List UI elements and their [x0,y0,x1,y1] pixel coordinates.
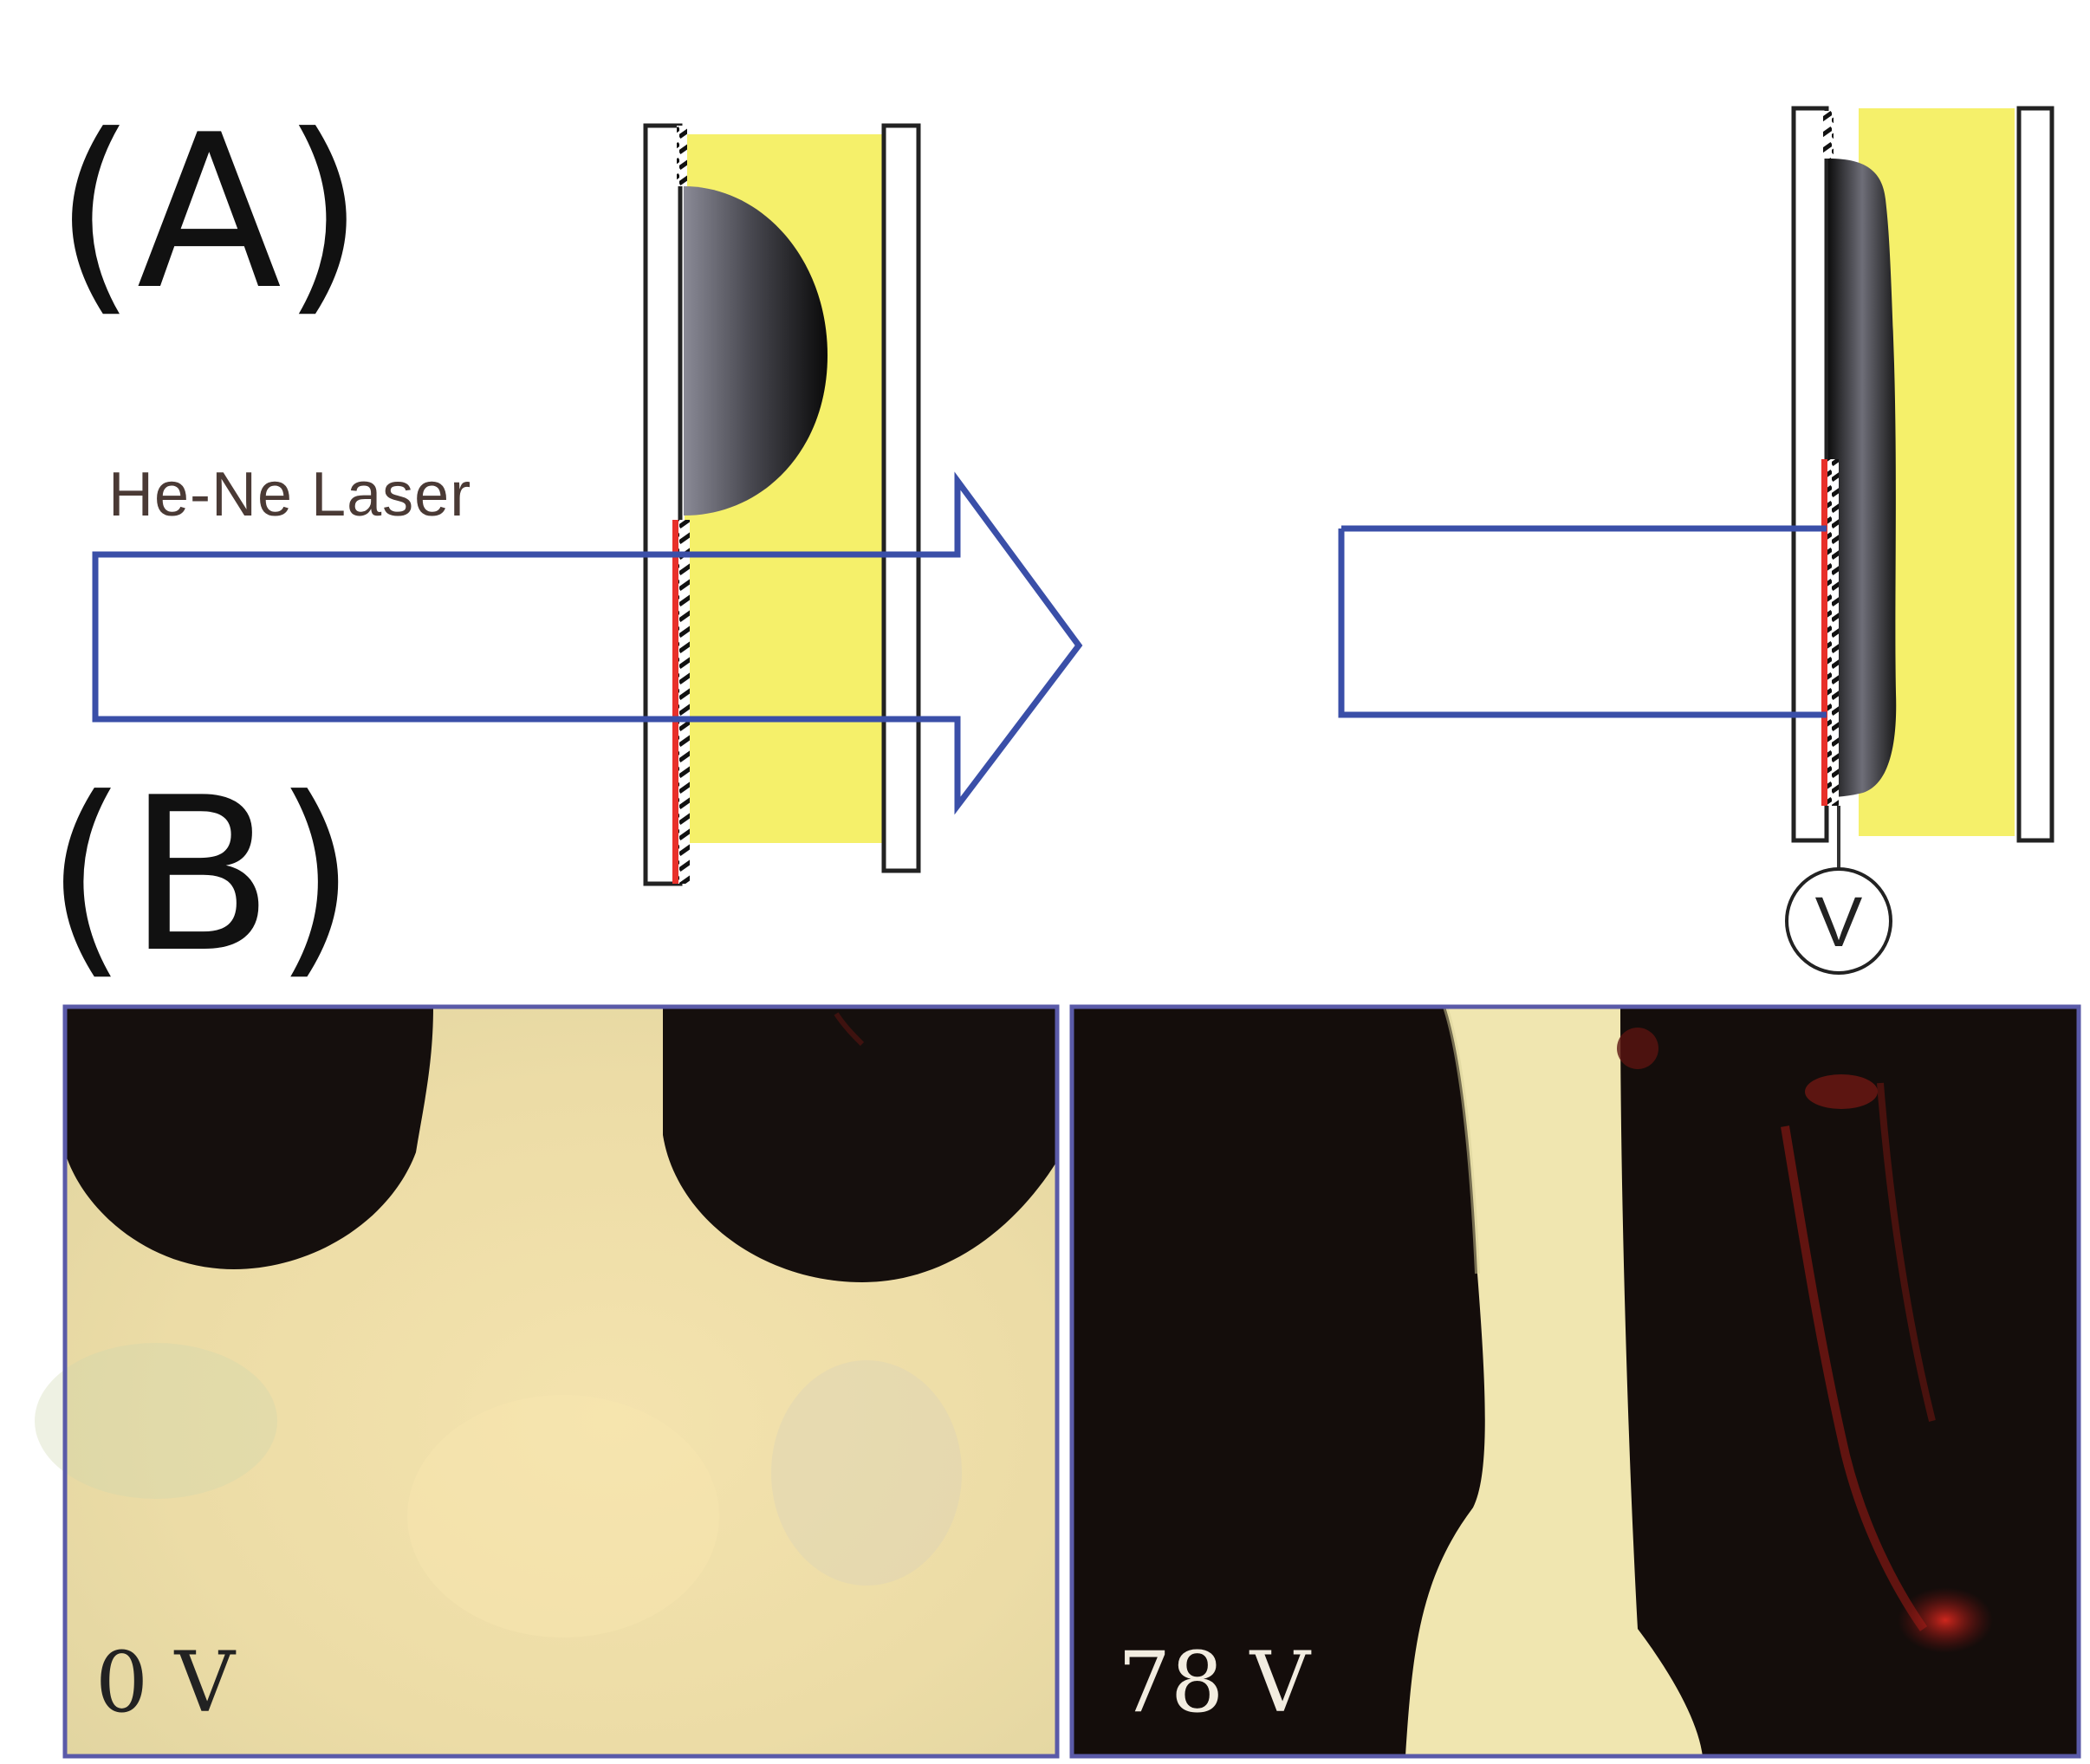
red-emission-spot [1617,1028,1658,1069]
left-hydrophobic-layer [678,520,690,884]
panel-b-label: (B) [45,752,356,999]
right-cell-back-plate [2016,106,2054,843]
right-top-dielectric-layer [1823,111,1834,159]
right-cell [1791,106,2054,843]
micrograph-0v: 0 V [35,1004,1060,1759]
right-electrode-red [1821,459,1827,806]
left-top-dielectric-layer [677,126,687,186]
texture-patch [407,1395,719,1638]
micrograph-78v: 78 V [1069,1004,2081,1759]
red-emission-trace [834,1012,865,1047]
clear-channel [1405,1007,1703,1756]
panel-a-label: (A) [54,89,365,336]
laser-beam-blocked [1338,525,1827,718]
red-emission-spot [1805,1074,1878,1109]
red-emission-streak [1781,1125,1928,1631]
voltage-source-icon [1785,867,1892,975]
laser-beam-arrow [92,471,1083,815]
left-oil-droplet [684,186,828,516]
droplet-right [663,1007,1057,1282]
red-emission-streak [1877,1082,1936,1422]
voltage-symbol: V [1815,883,1863,962]
voltage-label-78v: 78 V [1118,1634,1312,1731]
left-cell-back-plate [881,123,921,873]
left-electrode-red [672,520,678,884]
red-emission-hotspot [1898,1587,1993,1653]
laser-label: He-Ne Laser [108,460,471,529]
right-oil-film [1828,159,1897,797]
left-cell [643,123,921,886]
voltage-label-0v: 0 V [95,1634,237,1731]
micrograph-0v-frame [62,1004,1060,1759]
channel-edge-shading [1443,1006,1480,1274]
texture-patch [771,1360,962,1586]
right-hydrophobic-layer [1827,459,1839,806]
texture-patch [35,1343,277,1499]
droplet-left [65,1007,433,1269]
micrograph-78v-frame [1069,1004,2081,1759]
